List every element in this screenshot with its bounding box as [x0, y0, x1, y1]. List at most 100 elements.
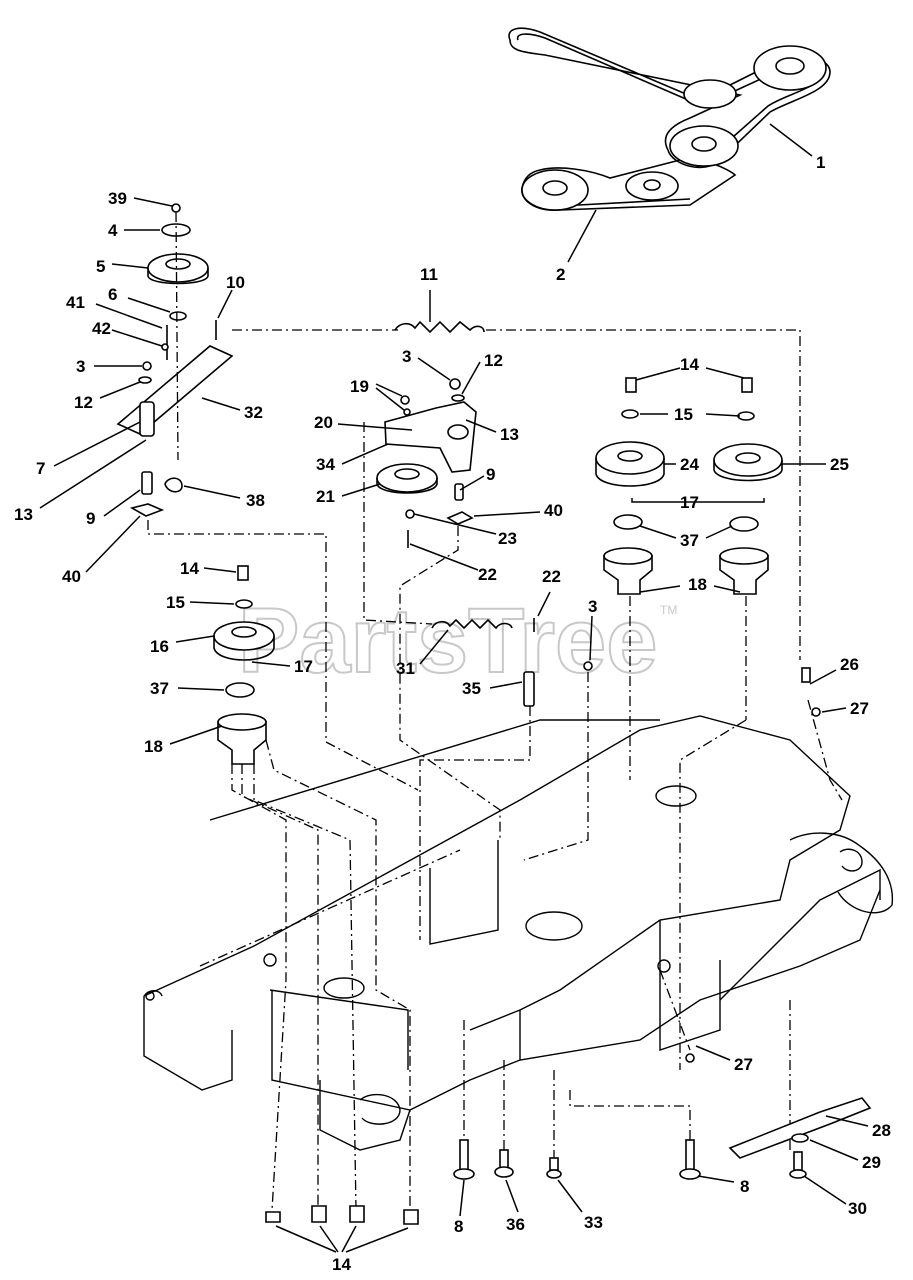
deck-corner-bolt	[145, 991, 155, 1001]
leader-6	[127, 297, 171, 313]
callout-28: 28	[872, 1121, 891, 1140]
callout-13a: 13	[14, 505, 33, 524]
belt-pulley-center	[669, 125, 739, 167]
leader-14c-2	[319, 1225, 339, 1253]
leader-18a-left	[639, 585, 681, 593]
callout-21: 21	[316, 487, 335, 506]
leader-27a	[821, 707, 847, 713]
callout-17a: 17	[680, 493, 699, 512]
leader-18a-right	[713, 585, 741, 593]
leader-27b	[695, 1045, 731, 1061]
part-37-washer-right	[729, 516, 759, 532]
callout-34: 34	[316, 455, 335, 474]
leader-32	[201, 397, 241, 411]
leader-15a-right	[705, 413, 741, 417]
right-spindle-assembly	[595, 377, 783, 780]
callout-9b: 9	[486, 465, 495, 484]
part-15-washer-left	[621, 409, 639, 419]
part-25-pulley-hub	[735, 452, 761, 464]
part-14-deck-bolt-1	[265, 1211, 281, 1223]
dash-spring-right	[486, 329, 801, 660]
part-19-nut-a	[400, 395, 410, 405]
assembly-lines	[147, 329, 843, 1212]
leader-19b	[375, 387, 405, 411]
belt-pulley-idler-hub	[643, 179, 661, 191]
leader-31	[419, 629, 449, 665]
leader-39	[133, 197, 173, 207]
part-8-bolt-a-head	[453, 1168, 475, 1180]
dash-center-down	[399, 526, 501, 840]
deck-rear-rail	[209, 719, 660, 821]
callout-25: 25	[830, 455, 849, 474]
leader-40a	[85, 515, 141, 573]
belt-pulley-right	[753, 45, 827, 91]
callout-19: 19	[350, 377, 369, 396]
part-3-center-nut	[449, 378, 461, 390]
callout-30: 30	[848, 1199, 867, 1218]
left-idler-assembly	[116, 203, 234, 517]
part-36-bolt-head	[494, 1166, 514, 1178]
part-18-spindle-left	[603, 555, 653, 595]
belt-pulley-right-hub	[775, 57, 805, 75]
part-16-pulley-hub	[231, 626, 257, 638]
dash-left-bolt-3	[253, 764, 357, 1211]
leader-8b	[697, 1175, 735, 1183]
leader-7	[53, 421, 141, 467]
callout-18b: 18	[144, 737, 163, 756]
callout-10: 10	[226, 273, 245, 292]
callout-3c: 3	[588, 597, 597, 616]
dash-nut-down	[523, 672, 589, 861]
part-24-pulley	[595, 441, 665, 475]
callout-12b: 12	[484, 351, 503, 370]
leader-42	[111, 329, 163, 347]
part-15-washer	[235, 599, 253, 609]
leader-8a	[459, 1179, 465, 1217]
part-39-nut	[171, 203, 181, 213]
callout-27b: 27	[734, 1055, 753, 1074]
leader-14c-4	[345, 1227, 409, 1253]
left-spindle-assembly	[213, 565, 275, 765]
part-14-bolt	[237, 565, 249, 581]
part-24-pulley-hub	[617, 450, 643, 462]
part-13-bushing	[447, 424, 469, 440]
part-33-bolt-shank	[549, 1157, 559, 1171]
callout-12a: 12	[74, 393, 93, 412]
part-25-pulley	[713, 443, 783, 477]
callout-15a: 15	[674, 405, 693, 424]
deck-center-spindle-mount	[525, 911, 583, 941]
callout-3b: 3	[402, 347, 411, 366]
callout-42: 42	[92, 319, 111, 338]
watermark-trademark: TM	[660, 603, 677, 617]
belt-assembly	[508, 27, 831, 211]
part-40-plate	[129, 503, 165, 517]
dash-left-bolt-2	[241, 764, 319, 1210]
part-30-bolt-shank	[793, 1151, 803, 1171]
leader-12a	[99, 381, 141, 399]
part-25-pulley-rim	[713, 460, 783, 482]
deck-right-bolt	[657, 959, 671, 973]
belt-pulley-center-hub	[691, 136, 717, 152]
leader-12b	[461, 361, 481, 395]
part-7-bushing	[139, 401, 155, 437]
deck-left-spindle-mount	[323, 977, 365, 999]
leader-15b	[189, 601, 235, 605]
deck-left-corner	[143, 990, 163, 997]
callout-31: 31	[396, 659, 415, 678]
dash-arm-down	[147, 520, 419, 791]
leader-38	[183, 485, 241, 499]
leader-3b	[417, 357, 451, 381]
leader-23	[413, 513, 497, 535]
leader-17a-bracket	[631, 498, 765, 503]
dash-right-spindle-down	[679, 719, 747, 1070]
belt-pulley-top-mid	[683, 79, 737, 109]
callout-33: 33	[584, 1213, 603, 1232]
deck-front-hole	[359, 1093, 401, 1125]
callout-14b: 14	[180, 559, 199, 578]
leader-10	[217, 289, 233, 319]
part-14-deck-bolt-2	[311, 1205, 327, 1223]
part-40-center-plate	[446, 511, 474, 525]
part-3-nut	[142, 361, 152, 371]
belt-pulley-left-hub	[542, 180, 568, 196]
callout-3a: 3	[76, 357, 85, 376]
